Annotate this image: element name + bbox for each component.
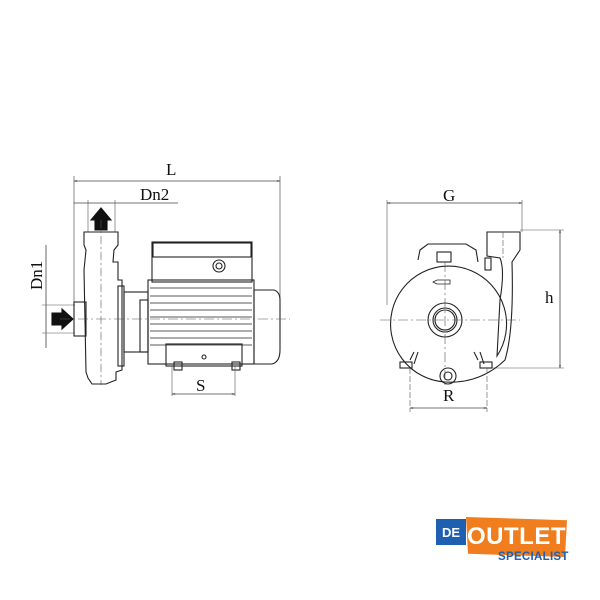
front-view <box>380 200 564 412</box>
dimension-label-Dn2: Dn2 <box>140 185 169 204</box>
dimension-label-S: S <box>196 376 205 395</box>
dimension-label-h: h <box>545 288 554 307</box>
de-outlet-specialist-logo: DE OUTLET SPECIALIST <box>432 514 582 570</box>
logo-prefix: DE <box>436 519 466 545</box>
side-view <box>42 176 290 396</box>
dimension-label-G: G <box>443 186 455 205</box>
logo-tagline: SPECIALIST <box>498 551 569 563</box>
logo-name: OUTLET <box>466 517 567 557</box>
dimension-label-R: R <box>443 386 455 405</box>
dimension-label-Dn1: Dn1 <box>27 261 46 290</box>
dimension-label-L: L <box>166 160 176 179</box>
outlet-flow-arrow-icon <box>89 207 113 231</box>
